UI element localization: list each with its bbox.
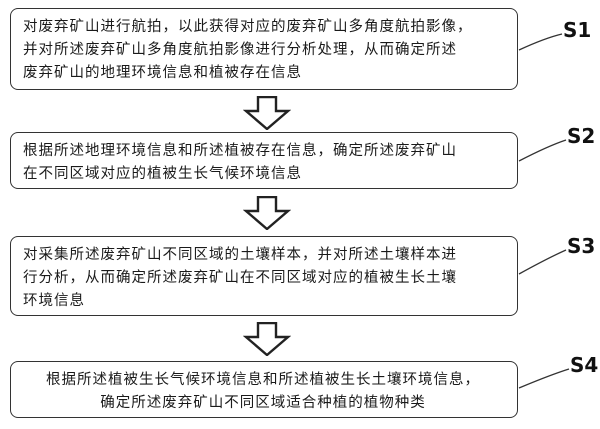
step-box-s1: 对废弃矿山进行航拍，以此获得对应的废弃矿山多角度航拍影像， 并对所述废弃矿山多角… <box>10 8 518 90</box>
step-box-s2: 根据所述地理环境信息和所述植被存在信息，确定所述废弃矿山 在不同区域对应的植被生… <box>10 132 518 189</box>
step-s3-line-3: 环境信息 <box>23 293 85 309</box>
step-box-s4: 根据所述植被生长气候环境信息和所述植被生长土壤环境信息， 确定所述废弃矿山不同区… <box>10 361 518 418</box>
step-s3-line-2: 行分析，从而确定所述废弃矿山在不同区域对应的植被生长土壤 <box>23 270 457 286</box>
step-box-s3: 对采集所述废弃矿山不同区域的土壤样本，并对所述土壤样本进 行分析，从而确定所述废… <box>10 236 518 316</box>
step-s3-line-1: 对采集所述废弃矿山不同区域的土壤样本，并对所述土壤样本进 <box>23 247 457 263</box>
step-s2-line-1: 根据所述地理环境信息和所述植被存在信息，确定所述废弃矿山 <box>23 143 457 159</box>
step-s1-line-1: 对废弃矿山进行航拍，以此获得对应的废弃矿山多角度航拍影像， <box>23 19 473 35</box>
down-arrow-icon <box>243 96 291 130</box>
step-s2-line-2: 在不同区域对应的植被生长气候环境信息 <box>23 166 302 182</box>
step-s1-line-3: 废弃矿山的地理环境信息和植被存在信息 <box>23 65 302 81</box>
step-s4-line-2: 确定所述废弃矿山不同区域适合种植的植物种类 <box>100 395 426 411</box>
step-label-s1: S1 <box>563 18 592 42</box>
step-s4-line-1: 根据所述植被生长气候环境信息和所述植被生长土壤环境信息， <box>46 372 480 388</box>
step-label-s2: S2 <box>567 124 596 148</box>
leader-line-s1 <box>518 33 563 51</box>
down-arrow-icon <box>243 196 291 230</box>
leader-line-s4 <box>518 368 570 389</box>
step-label-s3: S3 <box>567 234 596 258</box>
leader-line-s3 <box>518 249 567 275</box>
leader-line-s2 <box>518 139 567 162</box>
down-arrow-icon <box>243 322 291 356</box>
step-s1-line-2: 并对所述废弃矿山多角度航拍影像进行分析处理，从而确定所述 <box>23 42 457 58</box>
step-label-s4: S4 <box>570 353 599 377</box>
